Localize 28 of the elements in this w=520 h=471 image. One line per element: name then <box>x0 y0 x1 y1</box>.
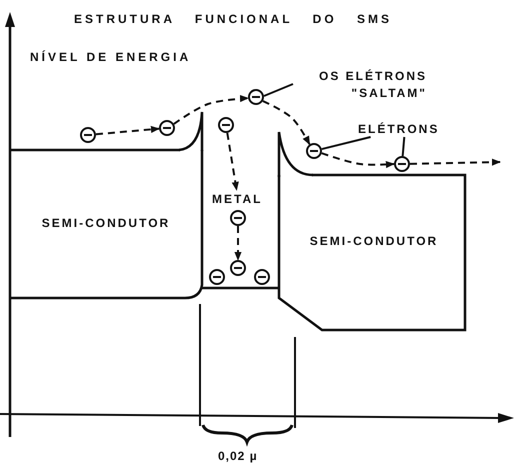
electron-path-arrow <box>321 152 395 168</box>
electron-path-arrow <box>410 158 501 166</box>
electron-path-arrow <box>226 132 239 191</box>
electron-circle <box>306 143 322 159</box>
region-label: SEMI-CONDUTOR <box>308 234 440 248</box>
electron-circle <box>230 210 246 226</box>
region-label: SEMI-CONDUTOR <box>40 216 172 230</box>
callout-text: ELÉTRONS <box>358 121 440 138</box>
leader-line <box>322 136 371 150</box>
electron-circle <box>80 127 96 143</box>
electron-circle <box>209 269 225 285</box>
electron-path-arrow <box>96 126 160 136</box>
electron-circle <box>230 260 246 276</box>
region-label: METAL <box>212 191 264 208</box>
leader-line <box>402 136 406 156</box>
axis-label: NÍVEL DE ENERGIA <box>30 50 192 64</box>
electron-circle <box>218 117 234 133</box>
callout-text: OS ELÉTRONS "SALTAM" <box>318 68 427 102</box>
leader-line <box>264 83 294 97</box>
dimension-label: 0,02 µ <box>218 449 258 463</box>
electron-circle <box>248 89 264 105</box>
electron-path-arrow <box>173 95 249 125</box>
electron-path-arrow <box>234 226 242 261</box>
title: ESTRUTURA FUNCIONAL DO SMS <box>74 12 392 26</box>
electron-circle <box>159 120 175 136</box>
electron-path-arrow <box>262 100 310 146</box>
electron-circle <box>394 156 410 172</box>
electron-circle <box>254 269 270 285</box>
